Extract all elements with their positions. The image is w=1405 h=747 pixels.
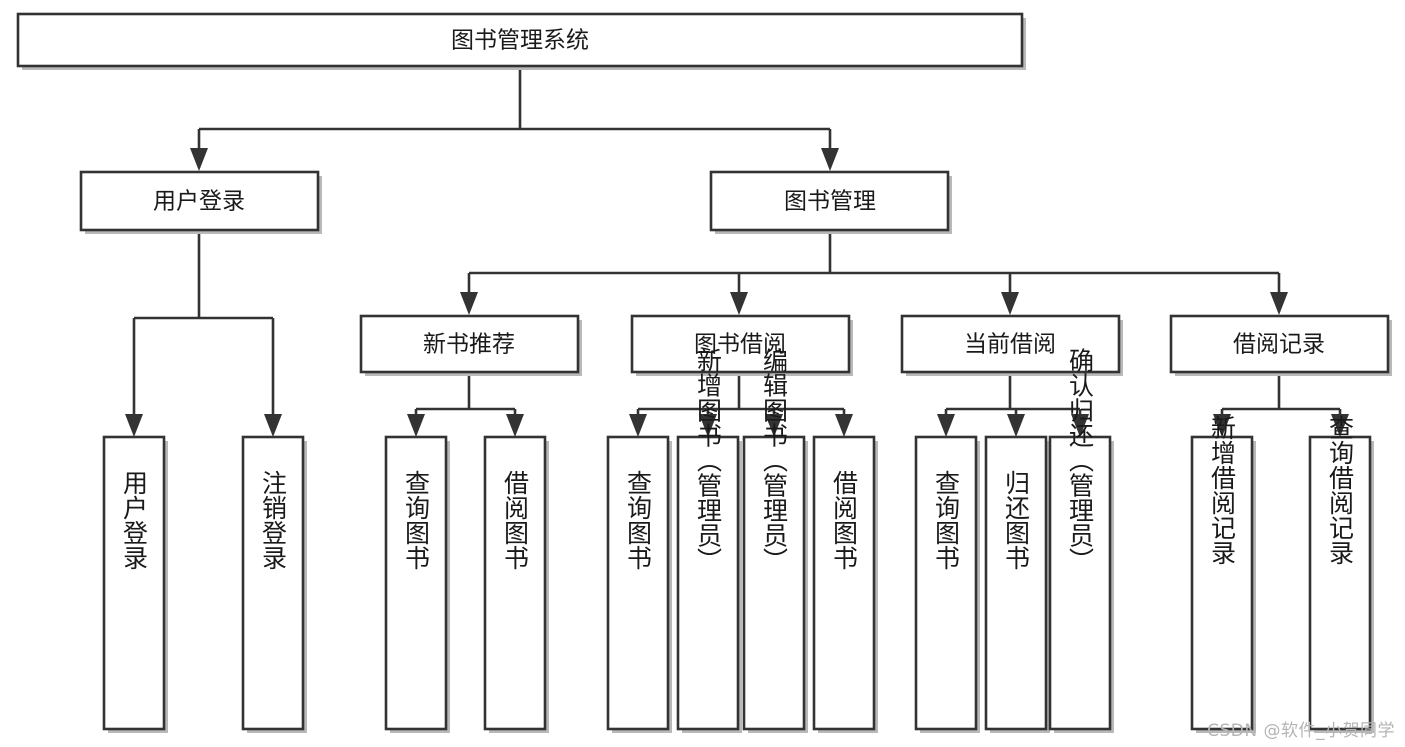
node-current-borrow[interactable]: 当前借阅 <box>900 314 1123 376</box>
node-borrow-record-label: 借阅记录 <box>1233 332 1325 358</box>
node-new-book-recommend[interactable]: 新书推荐 <box>359 314 582 376</box>
leaf-label: 用户登录 <box>120 470 149 570</box>
connector-group-current-borrow <box>937 375 1089 437</box>
node-book-borrow[interactable]: 图书借阅 <box>630 314 853 376</box>
leaf-node[interactable]: 注销登录 <box>241 435 307 733</box>
leaf-label: 查询图书 <box>402 470 431 570</box>
leaf-label: 借阅图书 <box>501 470 530 570</box>
connector-group-user-login <box>125 233 282 437</box>
leaf-label: 查询借阅记录 <box>1326 415 1355 565</box>
leaf-label: 查询图书 <box>624 470 653 570</box>
leaf-node[interactable]: 借阅图书 <box>812 435 878 733</box>
leaf-label: 确认归还（管理员） <box>1066 348 1095 573</box>
node-root-label: 图书管理系统 <box>451 28 589 54</box>
leaf-node[interactable]: 查询图书 <box>384 435 450 733</box>
connector-group-book-manage <box>460 233 1288 315</box>
leaf-node[interactable]: 查询图书 <box>606 435 672 733</box>
node-book-manage-label: 图书管理 <box>784 189 876 215</box>
node-user-login-label: 用户登录 <box>153 189 245 215</box>
connector-group-new-book <box>407 375 524 437</box>
leaf-node[interactable]: 用户登录 <box>102 435 168 733</box>
leaf-label: 归还图书 <box>1002 470 1031 570</box>
node-borrow-record[interactable]: 借阅记录 <box>1169 314 1392 376</box>
leaf-node[interactable]: 新增借阅记录 <box>1190 415 1256 733</box>
leaf-node[interactable]: 新增图书（管理员） <box>676 348 742 734</box>
leaf-label: 借阅图书 <box>830 470 859 570</box>
node-user-login[interactable]: 用户登录 <box>79 170 322 234</box>
leaf-label: 注销登录 <box>259 470 288 570</box>
node-new-book-recommend-label: 新书推荐 <box>423 332 515 358</box>
leaf-node[interactable]: 借阅图书 <box>483 435 549 733</box>
leaf-node[interactable]: 归还图书 <box>984 435 1050 733</box>
leaf-node[interactable]: 确认归还（管理员） <box>1048 348 1114 734</box>
node-book-borrow-label: 图书借阅 <box>694 332 786 358</box>
leaf-label: 查询图书 <box>932 470 961 570</box>
leaf-label: 新增借阅记录 <box>1208 415 1237 565</box>
node-root[interactable]: 图书管理系统 <box>16 12 1026 70</box>
connector-group-root <box>190 67 839 171</box>
node-current-borrow-label: 当前借阅 <box>964 332 1056 358</box>
connector-group-book-borrow <box>629 375 853 437</box>
leaf-node[interactable]: 查询图书 <box>914 435 980 733</box>
connector-group-borrow-record <box>1213 375 1349 437</box>
leaf-label: 新增图书（管理员） <box>694 348 723 573</box>
leaf-node[interactable]: 查询借阅记录 <box>1308 415 1374 733</box>
node-book-manage[interactable]: 图书管理 <box>709 170 952 234</box>
leaf-label: 编辑图书（管理员） <box>760 348 789 573</box>
leaf-node[interactable]: 编辑图书（管理员） <box>742 348 808 734</box>
